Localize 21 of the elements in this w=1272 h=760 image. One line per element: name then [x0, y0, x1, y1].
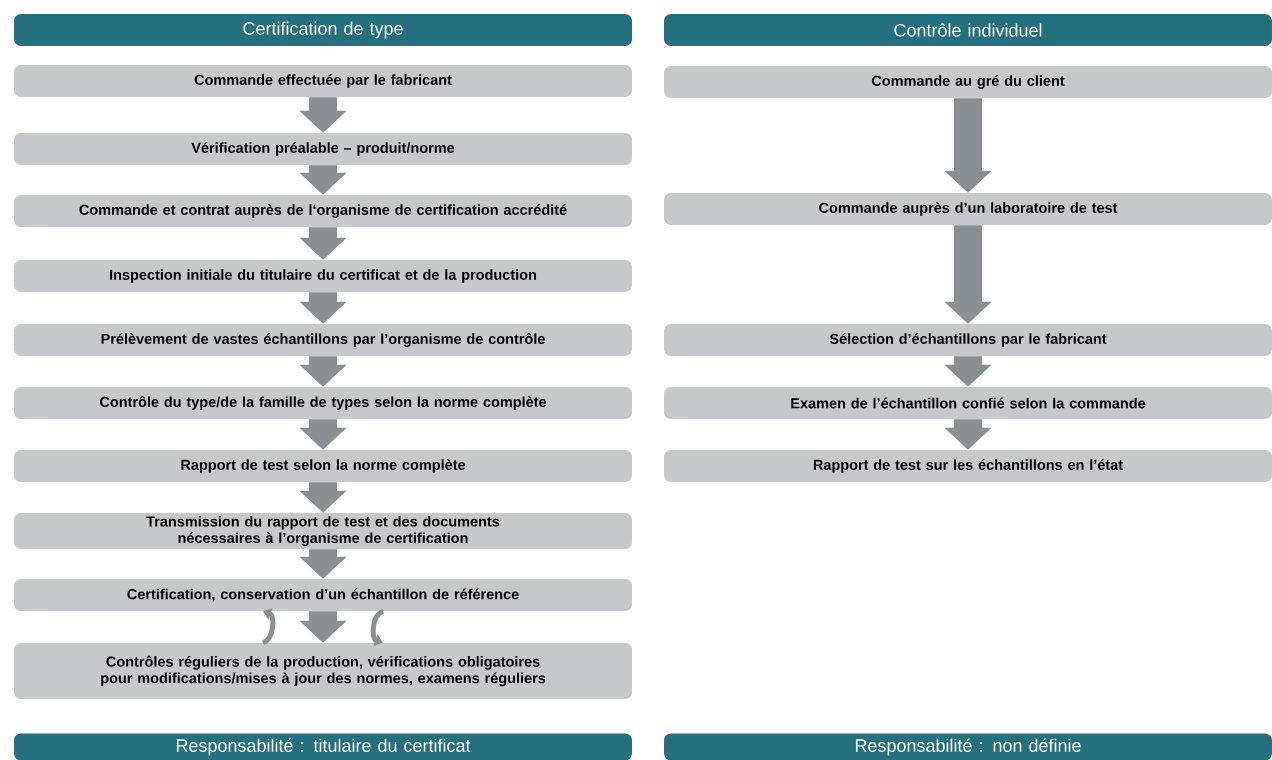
step-box: Vérification préalable – produit/norme: [14, 133, 632, 165]
responsibility-band: Responsabilité : titulaire du certificat: [14, 733, 632, 760]
step-box: Sélection d’échantillons par le fabricant: [664, 324, 1272, 356]
step-box: Inspection initiale du titulaire du certificat et de la production: [14, 260, 632, 292]
curved-arrow: [261, 608, 276, 645]
responsibility-band: Responsabilité : non définie: [664, 733, 1272, 760]
step-box: Transmission du rapport de test et des documents nécessaires à l’organisme de certification: [14, 513, 632, 549]
step-box: Examen de l’échantillon confié selon la commande: [664, 387, 1272, 419]
step-box: Commande au gré du client: [664, 66, 1272, 98]
step-box: Prélèvement de vastes échantillons par l’organisme de contrôle: [14, 324, 632, 356]
step-box: Contrôles réguliers de la production, vérifications obligatoires pour modifications/mises à jour des normes, examens réguliers: [14, 643, 632, 699]
step-box: Rapport de test selon la norme complète: [14, 450, 632, 482]
column-header: Certification de type: [14, 14, 632, 46]
step-box: Rapport de test sur les échantillons en l’état: [664, 450, 1272, 482]
step-box: Certification, conservation d’un échantillon de référence: [14, 579, 632, 611]
curved-arrow: [370, 609, 385, 646]
step-box: Commande et contrat auprès de l‘organisme de certification accrédité: [14, 195, 632, 227]
step-box: Commande auprès d’un laboratoire de test: [664, 193, 1272, 225]
column-header: Contrôle individuel: [664, 14, 1272, 46]
step-box: Contrôle du type/de la famille de types selon la norme complète: [14, 387, 632, 419]
step-box: Commande effectuée par le fabricant: [14, 65, 632, 97]
